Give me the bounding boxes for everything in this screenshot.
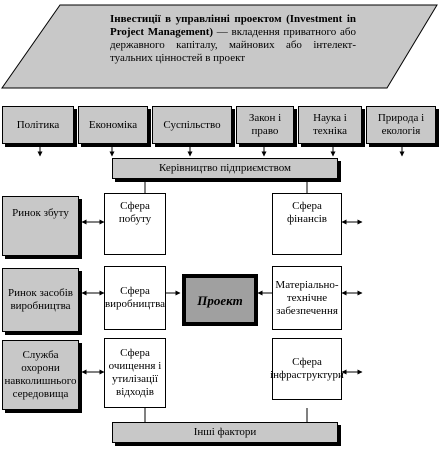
factor-box-law: Закон і право [236,106,294,144]
external-label: Служба охорони навколишнього середовища [4,349,77,400]
sphere-box-logistics: Матеріально-технічне забезпечення [272,266,342,330]
sphere-box-household: Сфера побуту [104,193,166,255]
sphere-label: Сфера виробництва [104,285,166,310]
factor-label: Закон і право [248,112,282,137]
sphere-label: Сфера фінансів [287,200,327,225]
project-box: Проект [182,274,258,326]
sphere-label: Сфера побуту [118,200,152,225]
factor-box-society: Суспільство [152,106,232,144]
factor-box-politics: Політика [2,106,74,144]
external-box-sales-market: Ринок збуту [2,196,79,256]
factor-label: Природа і екологія [377,112,425,137]
factor-label: Наука і техніка [312,112,348,137]
factor-box-economy: Економіка [78,106,148,144]
external-label: Ринок збуту [12,207,69,219]
factor-box-nature: Природа і екологія [366,106,436,144]
sphere-label: Матеріально-технічне забезпечення [275,278,339,317]
sphere-box-waste: Сфера очищення і утилізації відходів [104,338,166,408]
header-parallelogram [1,4,438,89]
factor-box-science: Наука і техніка [298,106,362,144]
factor-label: Політика [16,118,60,131]
factor-label: Економіка [88,118,138,131]
sphere-label: Сфера інфраструктури [270,356,344,381]
header-title-bold: Інвестиції в управлінні проектом (Invest… [110,13,356,38]
factor-label: Суспільство [163,118,221,131]
other-factors-label: Інші фактори [193,426,257,438]
sphere-label: Сфера очищення і утилізації відходів [108,347,162,398]
header-text: Інвестиції в управлінні проектом (Invest… [110,13,356,65]
project-label: Проект [197,292,243,308]
external-box-means-market: Ринок засобів виробництва [2,268,79,332]
sphere-box-infrastructure: Сфера інфраструктури [270,338,344,400]
management-label: Керівництво підприємством [159,162,291,174]
header-title-rest: — вкладення приватного або державного ка… [110,26,356,64]
external-box-environment-service: Служба охорони навколишнього середовища [2,340,79,410]
sphere-box-finance: Сфера фінансів [272,193,342,255]
sphere-box-production: Сфера виробництва [104,266,166,330]
external-label: Ринок засобів виробництва [8,287,73,312]
management-box: Керівництво підприємством [112,158,338,179]
other-factors-box: Інші фактори [112,422,338,443]
